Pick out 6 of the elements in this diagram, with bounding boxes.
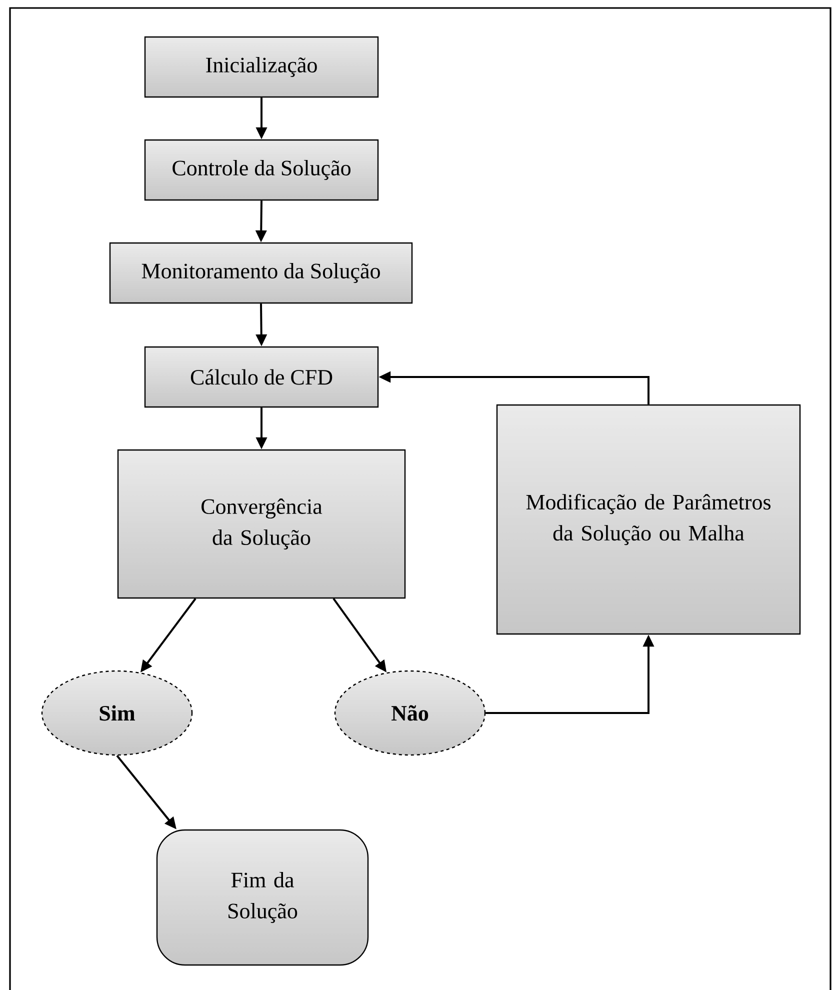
process-box: Monitoramento da Solução — [109, 242, 413, 304]
process-box: Modificação de Parâmetros da Solução ou Malha — [496, 404, 801, 635]
process-box: Cálculo de CFD — [144, 346, 379, 408]
process-box: Controle da Solução — [144, 139, 379, 201]
process-box: Inicialização — [144, 36, 379, 98]
process-box: Convergência da Solução — [117, 449, 406, 599]
